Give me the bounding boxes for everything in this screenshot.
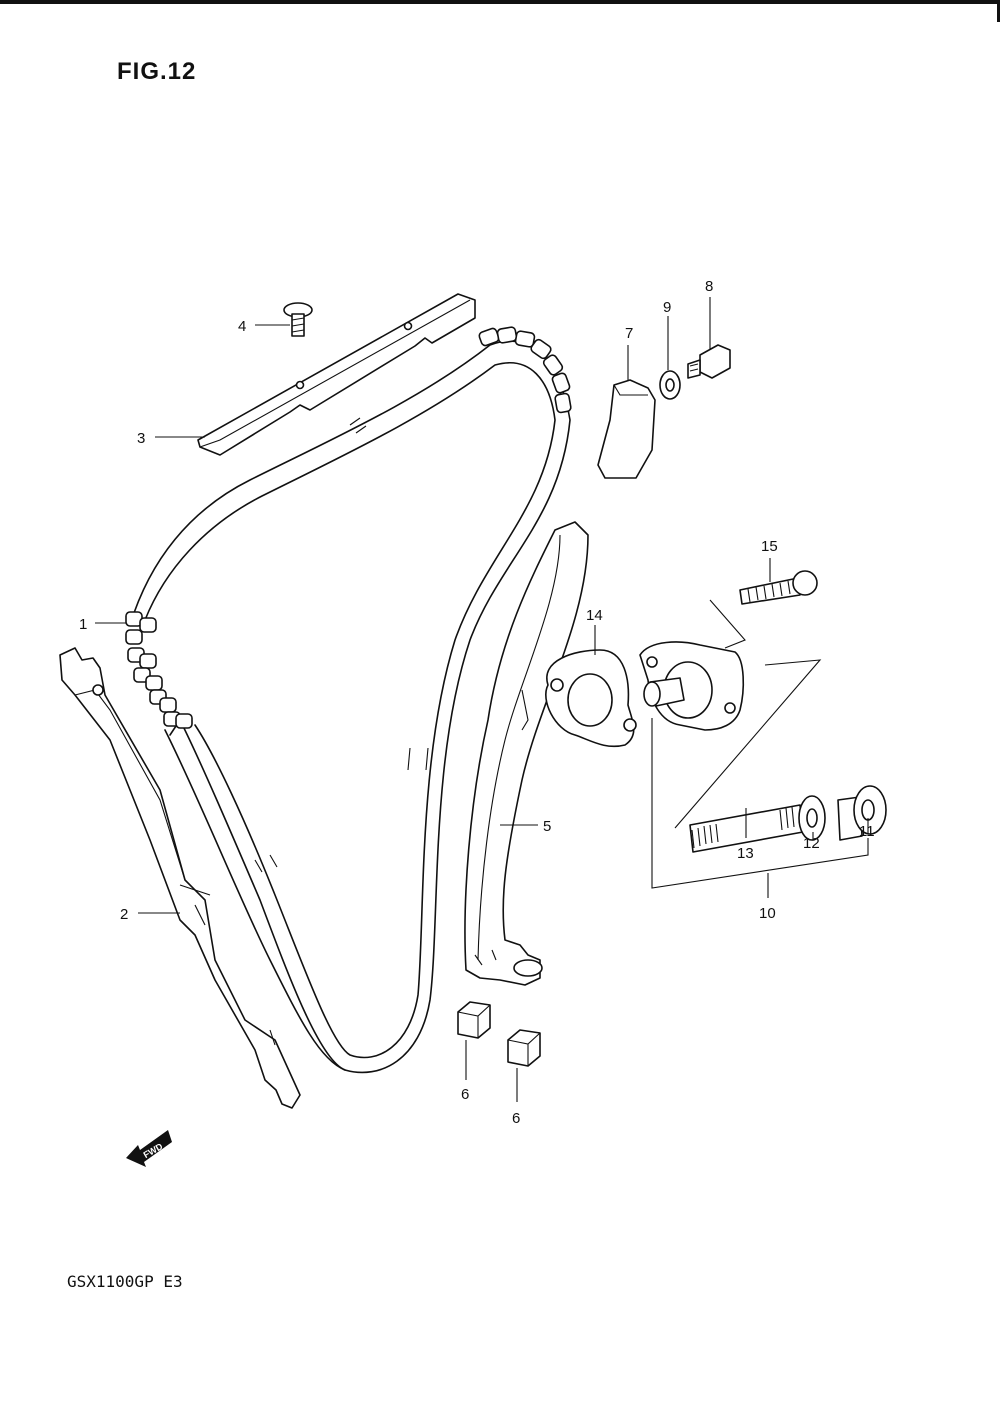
- part-8-bolt: [687, 344, 731, 379]
- part-1-cam-chain: [125, 326, 572, 1074]
- figure-title: FIG.12: [117, 58, 197, 85]
- part-7-guide-pad: [597, 379, 656, 479]
- part-10-tensioner-body: [639, 641, 745, 731]
- part-12-washer: [798, 795, 826, 841]
- callout-7: 7: [625, 325, 633, 342]
- callout-10: 10: [759, 905, 776, 922]
- part-9-washer: [659, 370, 681, 400]
- part-5-tensioner-blade: [464, 521, 589, 986]
- callout-9: 9: [663, 299, 671, 316]
- callout-15: 15: [761, 538, 778, 555]
- assembly-10-bracket: [651, 599, 869, 889]
- callout-2: 2: [120, 906, 128, 923]
- part-3-chain-guide-top: [197, 293, 476, 456]
- chain-links-top: [478, 326, 572, 414]
- callout-13: 13: [737, 845, 754, 862]
- part-14-gasket: [545, 649, 637, 748]
- callout-6a: 6: [461, 1086, 469, 1103]
- callout-8: 8: [705, 278, 713, 295]
- part-15-bolt: [739, 570, 818, 605]
- callout-3: 3: [137, 430, 145, 447]
- page-right-border: [997, 0, 1000, 22]
- fwd-arrow-icon: FWD: [126, 1130, 172, 1167]
- chain-links-left: [125, 611, 193, 729]
- part-6-damper-b: [507, 1029, 541, 1067]
- leader-lines: [95, 297, 869, 1102]
- callout-6b: 6: [512, 1110, 520, 1127]
- callout-4: 4: [238, 318, 246, 335]
- callout-12: 12: [803, 835, 820, 852]
- callout-5: 5: [543, 818, 551, 835]
- callout-14: 14: [586, 607, 603, 624]
- part-4-screw: [283, 302, 313, 337]
- part-6-damper-a: [457, 1001, 491, 1039]
- callout-11: 11: [859, 823, 875, 840]
- part-2-chain-guide-front: [59, 647, 301, 1109]
- model-code: GSX1100GP E3: [67, 1272, 183, 1291]
- part-11-cap-bolt: [837, 785, 887, 841]
- callout-1: 1: [79, 616, 87, 633]
- page-top-border: [0, 0, 1000, 4]
